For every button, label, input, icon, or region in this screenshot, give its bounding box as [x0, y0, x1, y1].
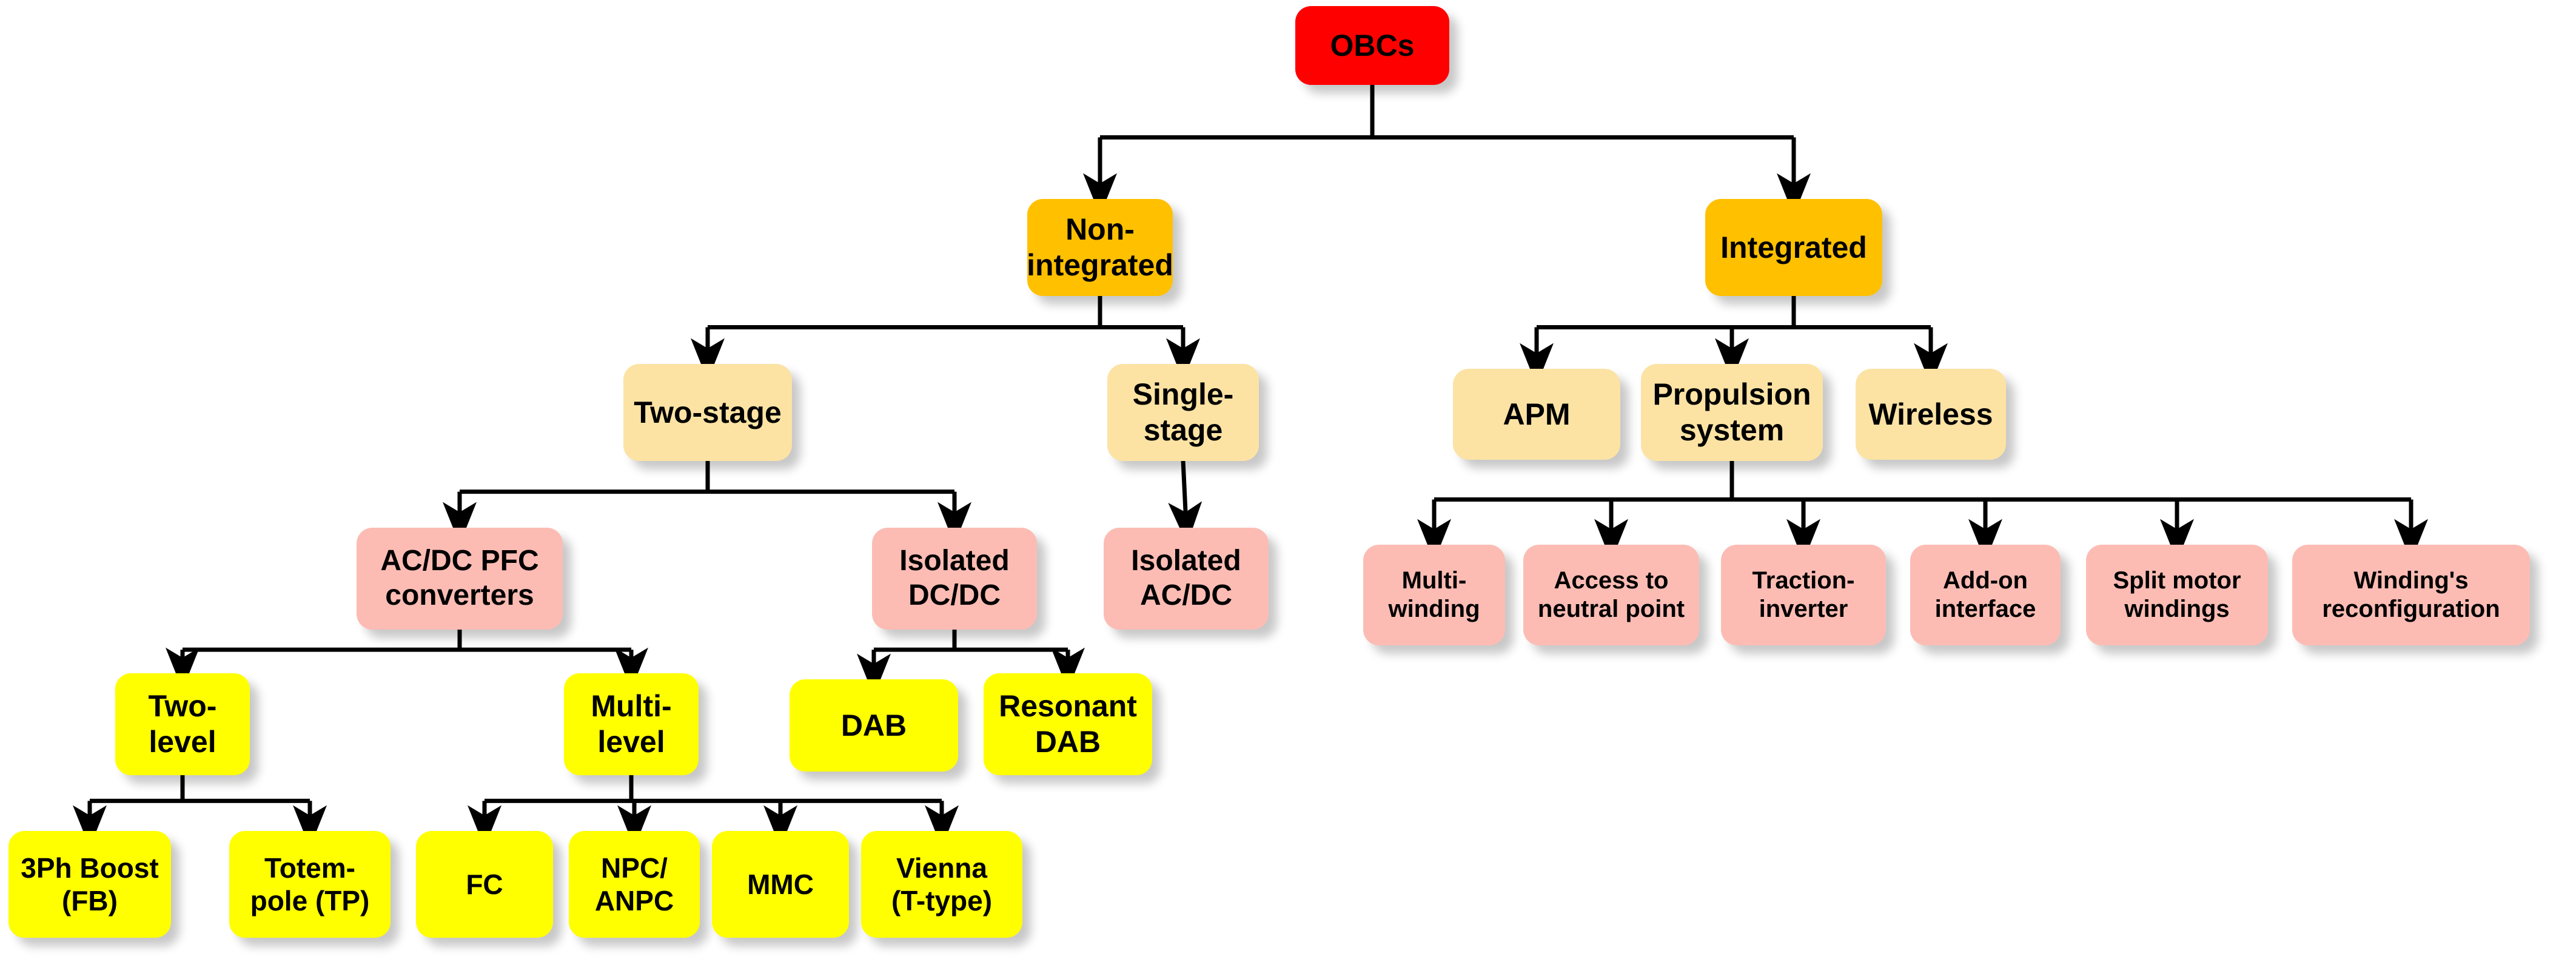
node-multi-level[interactable]: Multi- level: [564, 673, 699, 775]
node-totem-pole-tp[interactable]: Totem- pole (TP): [229, 831, 391, 938]
node-isolated-acdc[interactable]: Isolated AC/DC: [1104, 528, 1269, 630]
node-single-stage[interactable]: Single- stage: [1107, 364, 1259, 461]
node-two-level[interactable]: Two- level: [115, 673, 250, 775]
node-vienna-ttype[interactable]: Vienna (T-type): [861, 831, 1022, 938]
node-traction-inv[interactable]: Traction- inverter: [1721, 545, 1886, 645]
node-access-neutral[interactable]: Access to neutral point: [1523, 545, 1699, 645]
node-propulsion[interactable]: Propulsion system: [1641, 364, 1823, 461]
node-multi-winding[interactable]: Multi- winding: [1363, 545, 1505, 645]
node-acdc-pfc[interactable]: AC/DC PFC converters: [357, 528, 563, 630]
node-3ph-boost-fb[interactable]: 3Ph Boost (FB): [8, 831, 171, 938]
node-fc[interactable]: FC: [416, 831, 553, 938]
edge-segment: [1168, 460, 1202, 545]
node-non-integrated[interactable]: Non- integrated: [1027, 199, 1173, 296]
node-dab[interactable]: DAB: [790, 679, 958, 772]
node-add-on-iface[interactable]: Add-on interface: [1910, 545, 2061, 645]
node-two-stage[interactable]: Two-stage: [623, 364, 792, 461]
node-isolated-dcdc[interactable]: Isolated DC/DC: [872, 528, 1037, 630]
node-split-motor[interactable]: Split motor windings: [2086, 545, 2268, 645]
node-integrated[interactable]: Integrated: [1705, 199, 1882, 296]
node-npc-anpc[interactable]: NPC/ ANPC: [569, 831, 700, 938]
node-apm[interactable]: APM: [1453, 369, 1620, 460]
node-winding-recfg[interactable]: Winding's reconfiguration: [2292, 545, 2530, 645]
node-wireless[interactable]: Wireless: [1856, 369, 2006, 460]
node-obcs[interactable]: OBCs: [1295, 6, 1449, 85]
node-mmc[interactable]: MMC: [712, 831, 849, 938]
node-resonant-dab[interactable]: Resonant DAB: [984, 673, 1152, 775]
